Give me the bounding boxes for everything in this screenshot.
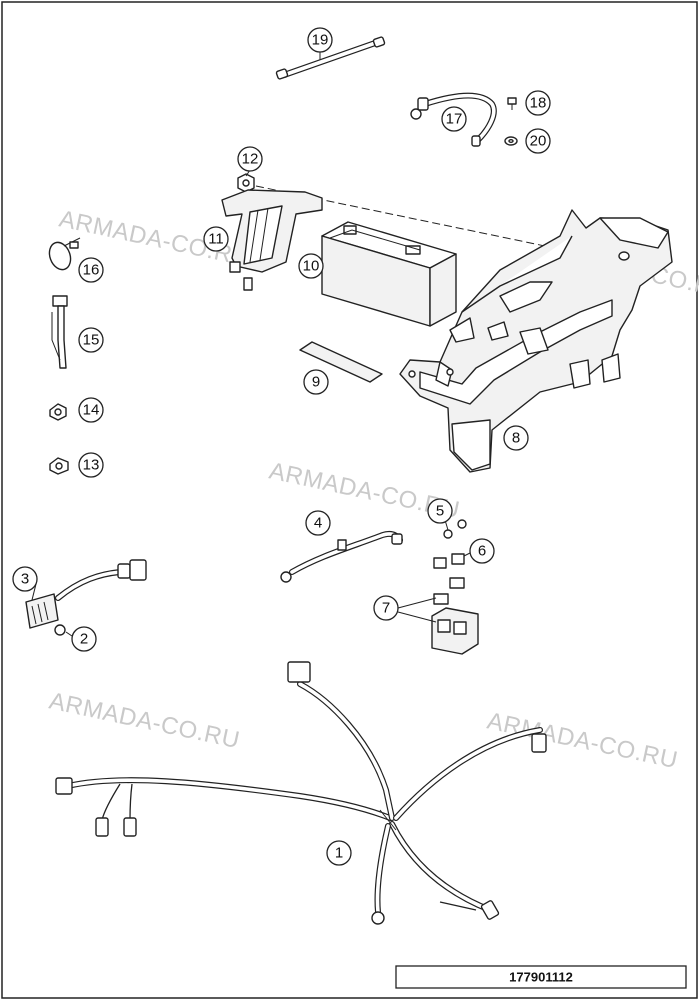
callout-2-label: 2 [80,631,88,648]
callout-14: 14 [78,397,104,423]
callout-3-label: 3 [21,571,29,588]
callout-11: 11 [203,226,229,252]
callout-10: 10 [298,253,324,279]
callout-13: 13 [78,452,104,478]
part-4-cable [280,530,403,583]
callout-14-label: 14 [83,402,100,419]
callout-12: 12 [237,146,263,172]
callout-1-label: 1 [335,845,343,862]
part-10-battery [321,221,457,327]
part-3-voltage-regulator [25,559,147,629]
part-11-battery-holder [221,189,323,291]
callout-16: 16 [78,257,104,283]
callout-20-label: 20 [530,133,547,150]
part-14-clip [49,403,67,421]
callout-15-label: 15 [83,332,100,349]
callout-15: 15 [78,327,104,353]
callout-4: 4 [305,510,331,536]
callout-9-label: 9 [312,374,320,391]
callout-19: 19 [307,27,333,53]
part-13-clip [49,457,69,475]
part-20-washer [504,136,518,146]
callout-5-label: 5 [436,503,444,520]
part-5-screws [443,519,467,539]
watermark: ARMADA-CO.RU [47,687,242,754]
callout-9: 9 [303,369,329,395]
callout-11-label: 11 [208,231,224,248]
part-6-covers [433,551,473,569]
callout-2: 2 [71,626,97,652]
callout-4-label: 4 [314,515,322,532]
part-2-screw [54,624,73,637]
watermark: ARMADA-CO.RU [485,707,680,774]
part-18-screw [507,97,517,110]
callout-8-label: 8 [512,430,520,447]
callout-7: 7 [373,595,399,621]
drawing-code-box: 177901112 [395,965,687,989]
part-16-cable-tie [48,237,81,271]
callout-13-label: 13 [83,457,100,474]
callout-6-label: 6 [478,543,486,560]
callout-19-label: 19 [312,32,329,49]
part-7-starter-relay [397,577,479,655]
part-9-pad [299,341,383,383]
part-1-wiring-harness [55,661,547,925]
callout-17: 17 [441,106,467,132]
callout-5: 5 [427,498,453,524]
callout-20: 20 [525,128,551,154]
callout-8: 8 [503,425,529,451]
callout-3: 3 [12,566,38,592]
callout-16-label: 16 [83,262,100,279]
part-19-ground-cable [275,36,386,80]
callout-10-label: 10 [303,258,320,275]
callout-12-label: 12 [242,151,259,168]
drawing-code: 177901112 [509,970,573,985]
part-8-subframe [399,209,673,473]
callout-7-label: 7 [382,600,390,617]
part-12-nut [237,169,255,193]
callout-18-label: 18 [530,95,547,112]
callout-1: 1 [326,840,352,866]
part-15-cable-strap [51,295,68,369]
callout-18: 18 [525,90,551,116]
callout-17-label: 17 [446,111,463,128]
part-17-battery-cable [410,92,497,147]
callout-6: 6 [469,538,495,564]
